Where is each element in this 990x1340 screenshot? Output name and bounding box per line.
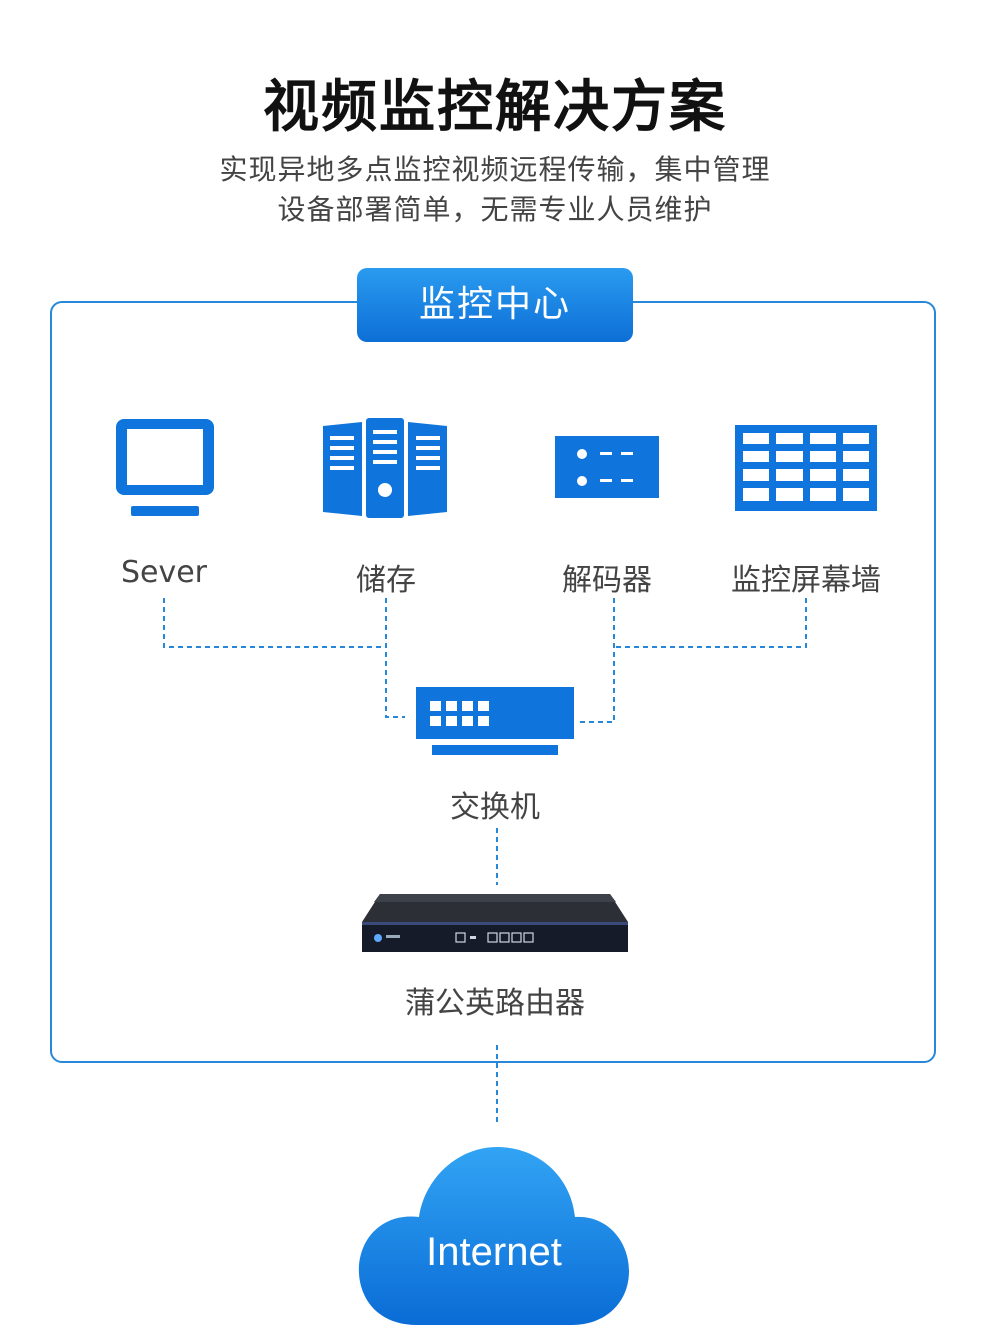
cloud-label: Internet xyxy=(426,1230,562,1274)
line-videowall xyxy=(614,598,807,648)
line-decoder xyxy=(580,598,615,723)
cloud-icon xyxy=(358,1147,629,1325)
device-label-server: Sever xyxy=(120,555,208,590)
switch-label: 交换机 xyxy=(450,790,540,825)
subtitle-line-2: 设备部署简单，无需专业人员维护 xyxy=(277,193,713,226)
monitoring-center-tab: 监控中心 xyxy=(357,268,633,342)
line-storage xyxy=(385,598,405,718)
router-device-icon xyxy=(362,894,628,952)
page-title: 视频监控解决方案 xyxy=(263,75,727,140)
subtitle-line-1: 实现异地多点监控视频远程传输，集中管理 xyxy=(219,153,771,186)
router-label: 蒲公英路由器 xyxy=(405,986,585,1021)
device-label-video-wall: 监控屏幕墙 xyxy=(731,563,881,598)
device-label-storage: 储存 xyxy=(356,563,416,598)
line-server xyxy=(163,598,386,648)
switch-icon xyxy=(416,687,574,755)
device-label-decoder: 解码器 xyxy=(562,563,652,598)
monitor-icon xyxy=(116,419,214,516)
video-wall-icon xyxy=(735,425,877,511)
decoder-icon xyxy=(555,436,659,498)
storage-server-icon xyxy=(323,418,447,518)
